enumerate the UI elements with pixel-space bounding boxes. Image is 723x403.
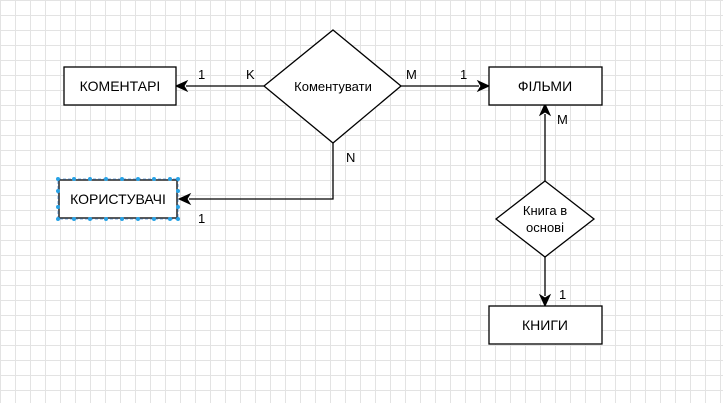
selection-handle[interactable] <box>72 217 76 221</box>
selection-handle[interactable] <box>120 177 124 181</box>
entity-korystuvachi-label: КОРИСТУВАЧІ <box>70 191 166 207</box>
relationship-komentuvaty[interactable]: Коментувати <box>262 29 403 144</box>
entity-knyhy-box <box>488 305 603 345</box>
selection-handle[interactable] <box>88 217 92 221</box>
cardinality-komentari: 1 <box>198 67 205 82</box>
selection-handle[interactable] <box>56 217 60 221</box>
entity-komentari-label: КОМЕНТАРІ <box>80 78 161 94</box>
cardinality-filmy-left: 1 <box>460 67 467 82</box>
cardinality-labels: 1 K M 1 N 1 M 1 <box>198 67 568 302</box>
selection-handles[interactable] <box>56 177 180 221</box>
selection-handle[interactable] <box>136 217 140 221</box>
selection-outline <box>57 178 179 220</box>
selection-handle[interactable] <box>168 177 172 181</box>
selection-handle[interactable] <box>56 189 60 193</box>
edges <box>174 79 552 308</box>
entity-korystuvachi[interactable]: КОРИСТУВАЧІ <box>56 177 180 221</box>
entity-knyhy-label: КНИГИ <box>522 317 568 333</box>
entity-knyhy[interactable]: КНИГИ <box>488 305 603 345</box>
cardinality-filmy-bottom: M <box>557 112 568 127</box>
selection-handle[interactable] <box>152 177 156 181</box>
selection-handle[interactable] <box>56 177 60 181</box>
cardinality-komentuvaty-right: M <box>406 67 417 82</box>
entity-filmy-label: ФІЛЬМИ <box>518 78 572 94</box>
arrowhead-filmy-right <box>476 79 491 93</box>
relationship-komentuvaty-diamond <box>262 29 403 144</box>
selection-handle[interactable] <box>176 177 180 181</box>
selection-handle[interactable] <box>56 205 60 209</box>
entity-filmy[interactable]: ФІЛЬМИ <box>488 66 603 106</box>
relationship-knyha-v-osnovi[interactable]: Книга в основі <box>494 180 596 258</box>
selection-handle[interactable] <box>152 217 156 221</box>
selection-handle[interactable] <box>104 217 108 221</box>
cardinality-knyhy-top: 1 <box>559 287 566 302</box>
selection-handle[interactable] <box>176 217 180 221</box>
entity-filmy-box <box>488 66 603 106</box>
arrowhead-korystuvachi <box>177 192 192 206</box>
selection-handle[interactable] <box>176 189 180 193</box>
relationship-komentuvaty-label: Коментувати <box>294 79 372 94</box>
arrowhead-filmy-bottom <box>538 102 552 117</box>
selection-handle[interactable] <box>72 177 76 181</box>
arrowhead-knyhy <box>538 293 552 308</box>
cardinality-korystuvachi: 1 <box>198 211 205 226</box>
cardinality-komentuvaty-bottom: N <box>346 150 355 165</box>
selection-handle[interactable] <box>168 217 172 221</box>
selection-handle[interactable] <box>120 217 124 221</box>
relationship-knyha-v-osnovi-line2: основі <box>526 220 564 235</box>
entity-komentari-box <box>63 66 177 106</box>
entity-korystuvachi-box <box>58 179 178 219</box>
selection-handle[interactable] <box>176 205 180 209</box>
arrowhead-komentari <box>174 79 189 93</box>
cardinality-komentuvaty-left: K <box>246 67 255 82</box>
relationship-knyha-v-osnovi-diamond <box>494 180 596 258</box>
relationship-knyha-v-osnovi-line1: Книга в <box>523 203 567 218</box>
entity-komentari[interactable]: КОМЕНТАРІ <box>63 66 177 106</box>
selection-handle[interactable] <box>136 177 140 181</box>
edge-komentuvaty-korystuvachi[interactable] <box>189 143 334 200</box>
selection-handle[interactable] <box>104 177 108 181</box>
selection-handle[interactable] <box>88 177 92 181</box>
